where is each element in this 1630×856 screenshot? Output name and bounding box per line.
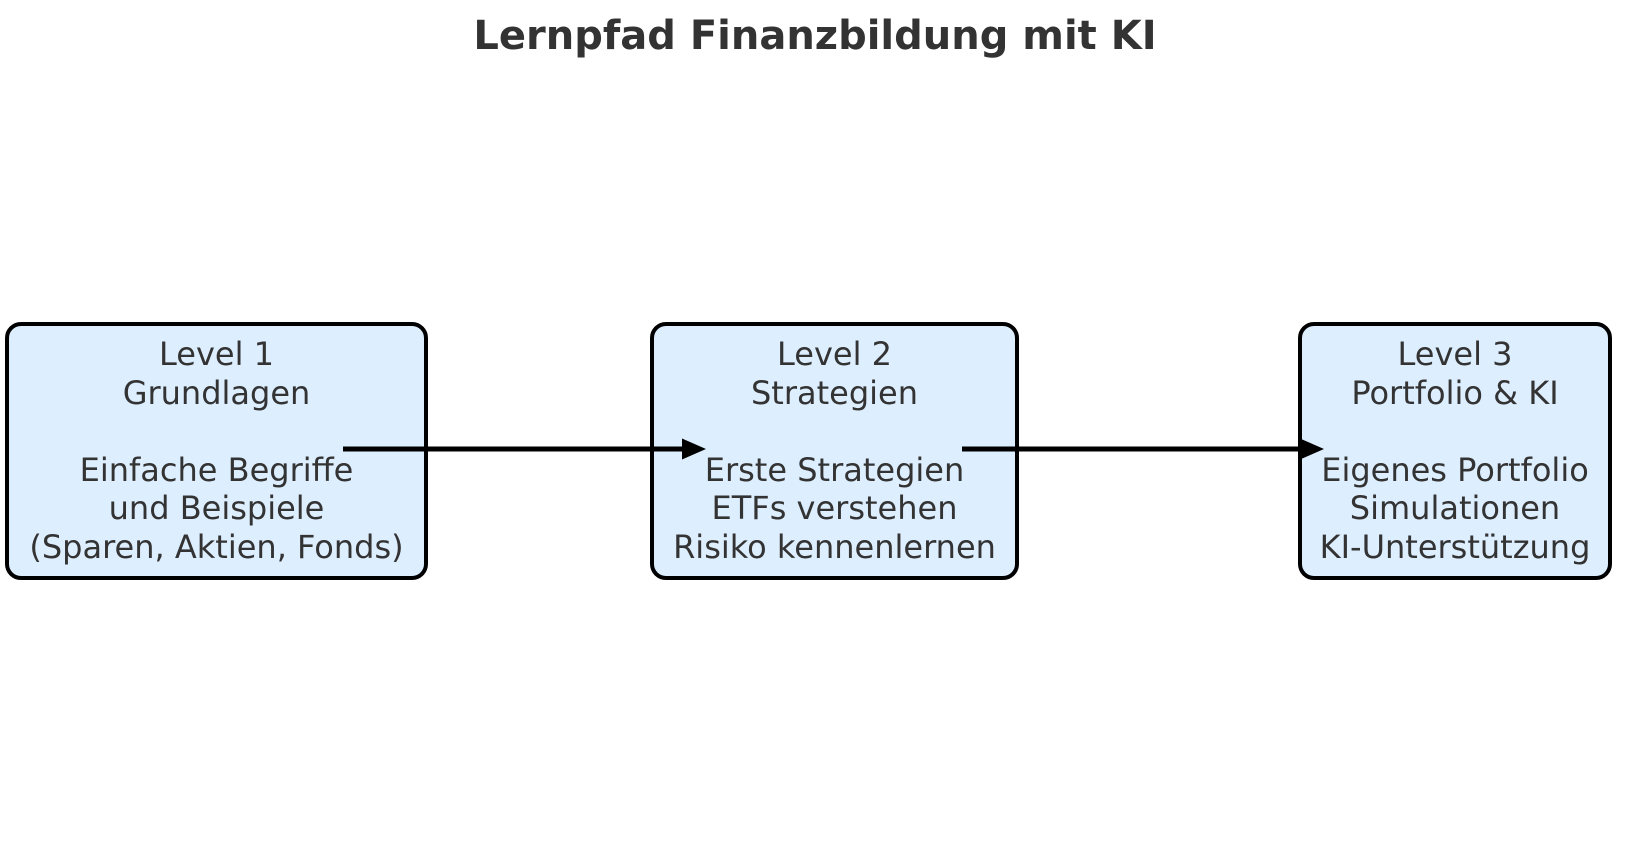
node-level-1-detail-2: und Beispiele	[108, 489, 325, 528]
node-level-2: Level 2 Strategien Erste Strategien ETFs…	[650, 322, 1019, 580]
node-level-1-heading: Level 1	[159, 335, 274, 373]
node-level-2-detail-2: ETFs verstehen	[711, 489, 958, 528]
node-level-2-spacer	[654, 412, 1015, 451]
node-level-2-subheading: Strategien	[750, 373, 919, 412]
node-level-3-heading: Level 3	[1397, 335, 1513, 373]
node-level-1-detail-3: (Sparen, Aktien, Fonds)	[29, 527, 404, 566]
node-level-3: Level 3 Portfolio & KI Eigenes Portfolio…	[1298, 322, 1612, 580]
node-level-2-detail-1: Erste Strategien	[704, 450, 965, 489]
node-level-3-detail-3: KI-Unterstützung	[1319, 527, 1591, 566]
node-level-1-subheading: Grundlagen	[122, 373, 311, 412]
node-level-1-spacer	[9, 412, 424, 451]
node-level-3-subheading: Portfolio & KI	[1351, 373, 1559, 412]
node-level-2-detail-3: Risiko kennenlernen	[673, 527, 996, 566]
node-level-2-heading: Level 2	[777, 335, 892, 373]
node-level-3-detail-1: Eigenes Portfolio	[1321, 450, 1589, 489]
node-level-1: Level 1 Grundlagen Einfache Begriffe und…	[5, 322, 428, 580]
node-level-3-spacer	[1302, 412, 1608, 451]
node-level-1-detail-1: Einfache Begriffe	[79, 450, 354, 489]
node-level-3-detail-2: Simulationen	[1349, 489, 1561, 528]
page-title: Lernpfad Finanzbildung mit KI	[473, 13, 1157, 59]
